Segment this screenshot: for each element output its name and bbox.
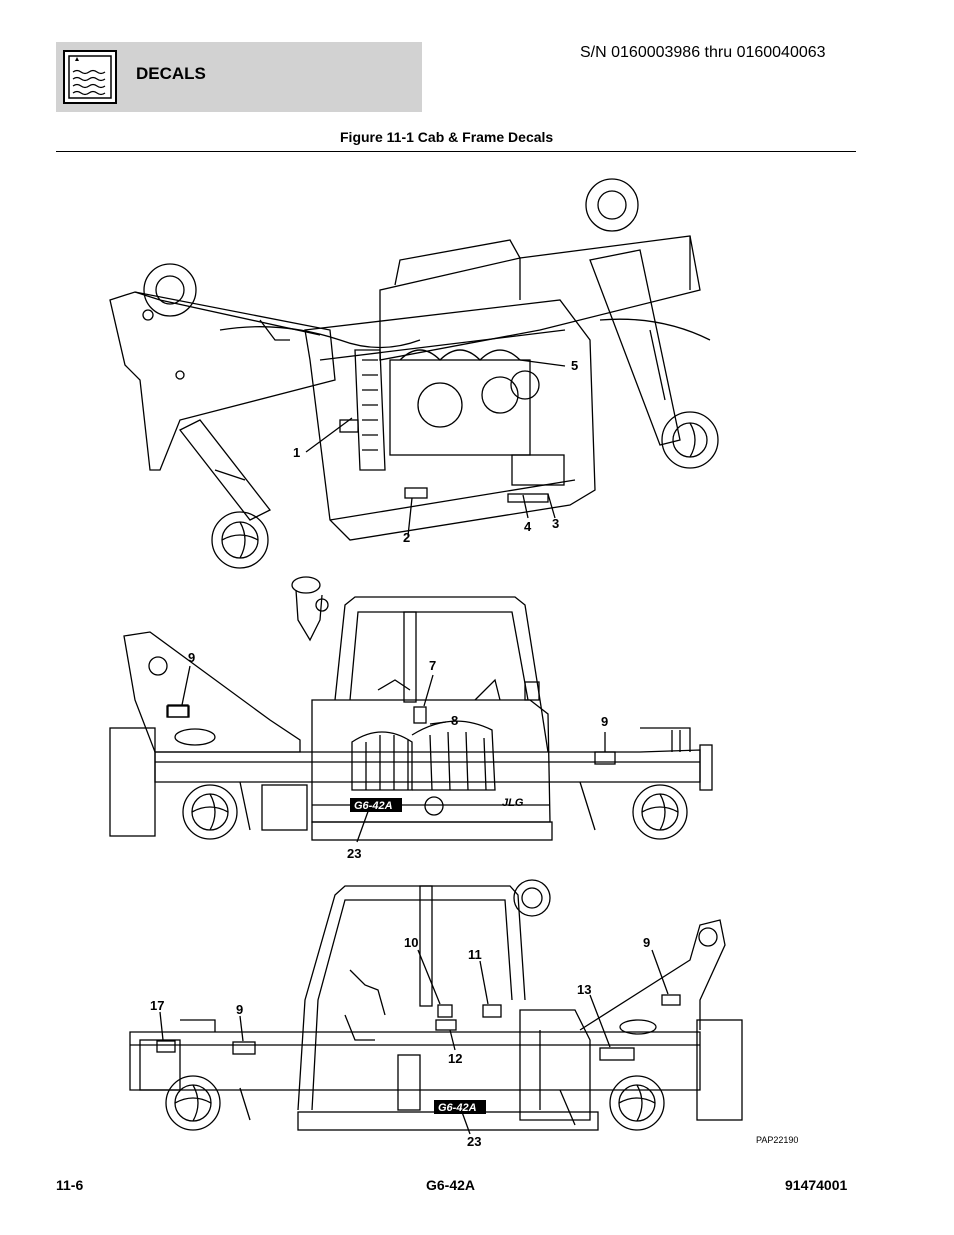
callout-9-bottom-left: 9 (236, 1002, 243, 1017)
model-badge-text-bottom: G6-42A (438, 1102, 477, 1114)
callout-12: 12 (448, 1051, 462, 1066)
right-side-view (129, 879, 743, 1135)
leader-12 (449, 1029, 456, 1051)
frame-isometric-view (109, 178, 719, 569)
leader-9a (181, 665, 191, 706)
leader-13 (589, 994, 611, 1048)
decal-section-icon (63, 50, 117, 104)
callout-5: 5 (571, 358, 578, 373)
brand-badge-text: JLG (502, 797, 524, 809)
callout-2: 2 (403, 530, 410, 545)
leader-17 (159, 1011, 164, 1041)
model-badge-middle: G6-42A (350, 798, 402, 812)
callout-7: 7 (429, 658, 436, 673)
leader-5 (519, 359, 566, 367)
left-side-view (109, 576, 713, 843)
document-number: 91474001 (785, 1177, 848, 1193)
leader-9d (239, 1015, 244, 1042)
leader-8 (429, 721, 447, 725)
section-header: DECALS (56, 42, 422, 112)
leader-23b (461, 1111, 471, 1135)
callout-9-middle-right: 9 (601, 714, 608, 729)
serial-range: S/N 0160003986 thru 0160040063 (580, 44, 826, 61)
callout-11: 11 (468, 947, 482, 962)
leader-9c (651, 949, 669, 995)
callout-4: 4 (524, 519, 532, 534)
callout-3: 3 (552, 516, 559, 531)
header-divider (56, 151, 856, 152)
page-number: 11-6 (56, 1177, 84, 1193)
callout-9-bottom-right: 9 (643, 935, 650, 950)
callout-8: 8 (451, 713, 458, 728)
drawing-reference: PAP22190 (756, 1135, 798, 1145)
callout-23-middle: 23 (347, 846, 361, 861)
figure-title: Figure 11-1 Cab & Frame Decals (340, 129, 554, 145)
section-title: DECALS (136, 64, 206, 83)
callout-23-bottom: 23 (467, 1134, 481, 1149)
leader-11 (479, 960, 489, 1005)
callout-9-middle-left: 9 (188, 650, 195, 665)
callout-1: 1 (293, 445, 300, 460)
footer-model: G6-42A (426, 1177, 476, 1193)
leader-4 (522, 494, 529, 519)
callout-10: 10 (404, 935, 418, 950)
callout-13: 13 (577, 982, 591, 997)
callout-17: 17 (150, 998, 164, 1013)
leader-10 (417, 949, 441, 1005)
model-badge-bottom: G6-42A (434, 1100, 486, 1114)
leader-1 (305, 417, 353, 453)
leader-7 (423, 674, 434, 707)
model-badge-text-middle: G6-42A (354, 800, 393, 812)
leader-3 (547, 493, 556, 519)
leader-2 (407, 497, 413, 537)
